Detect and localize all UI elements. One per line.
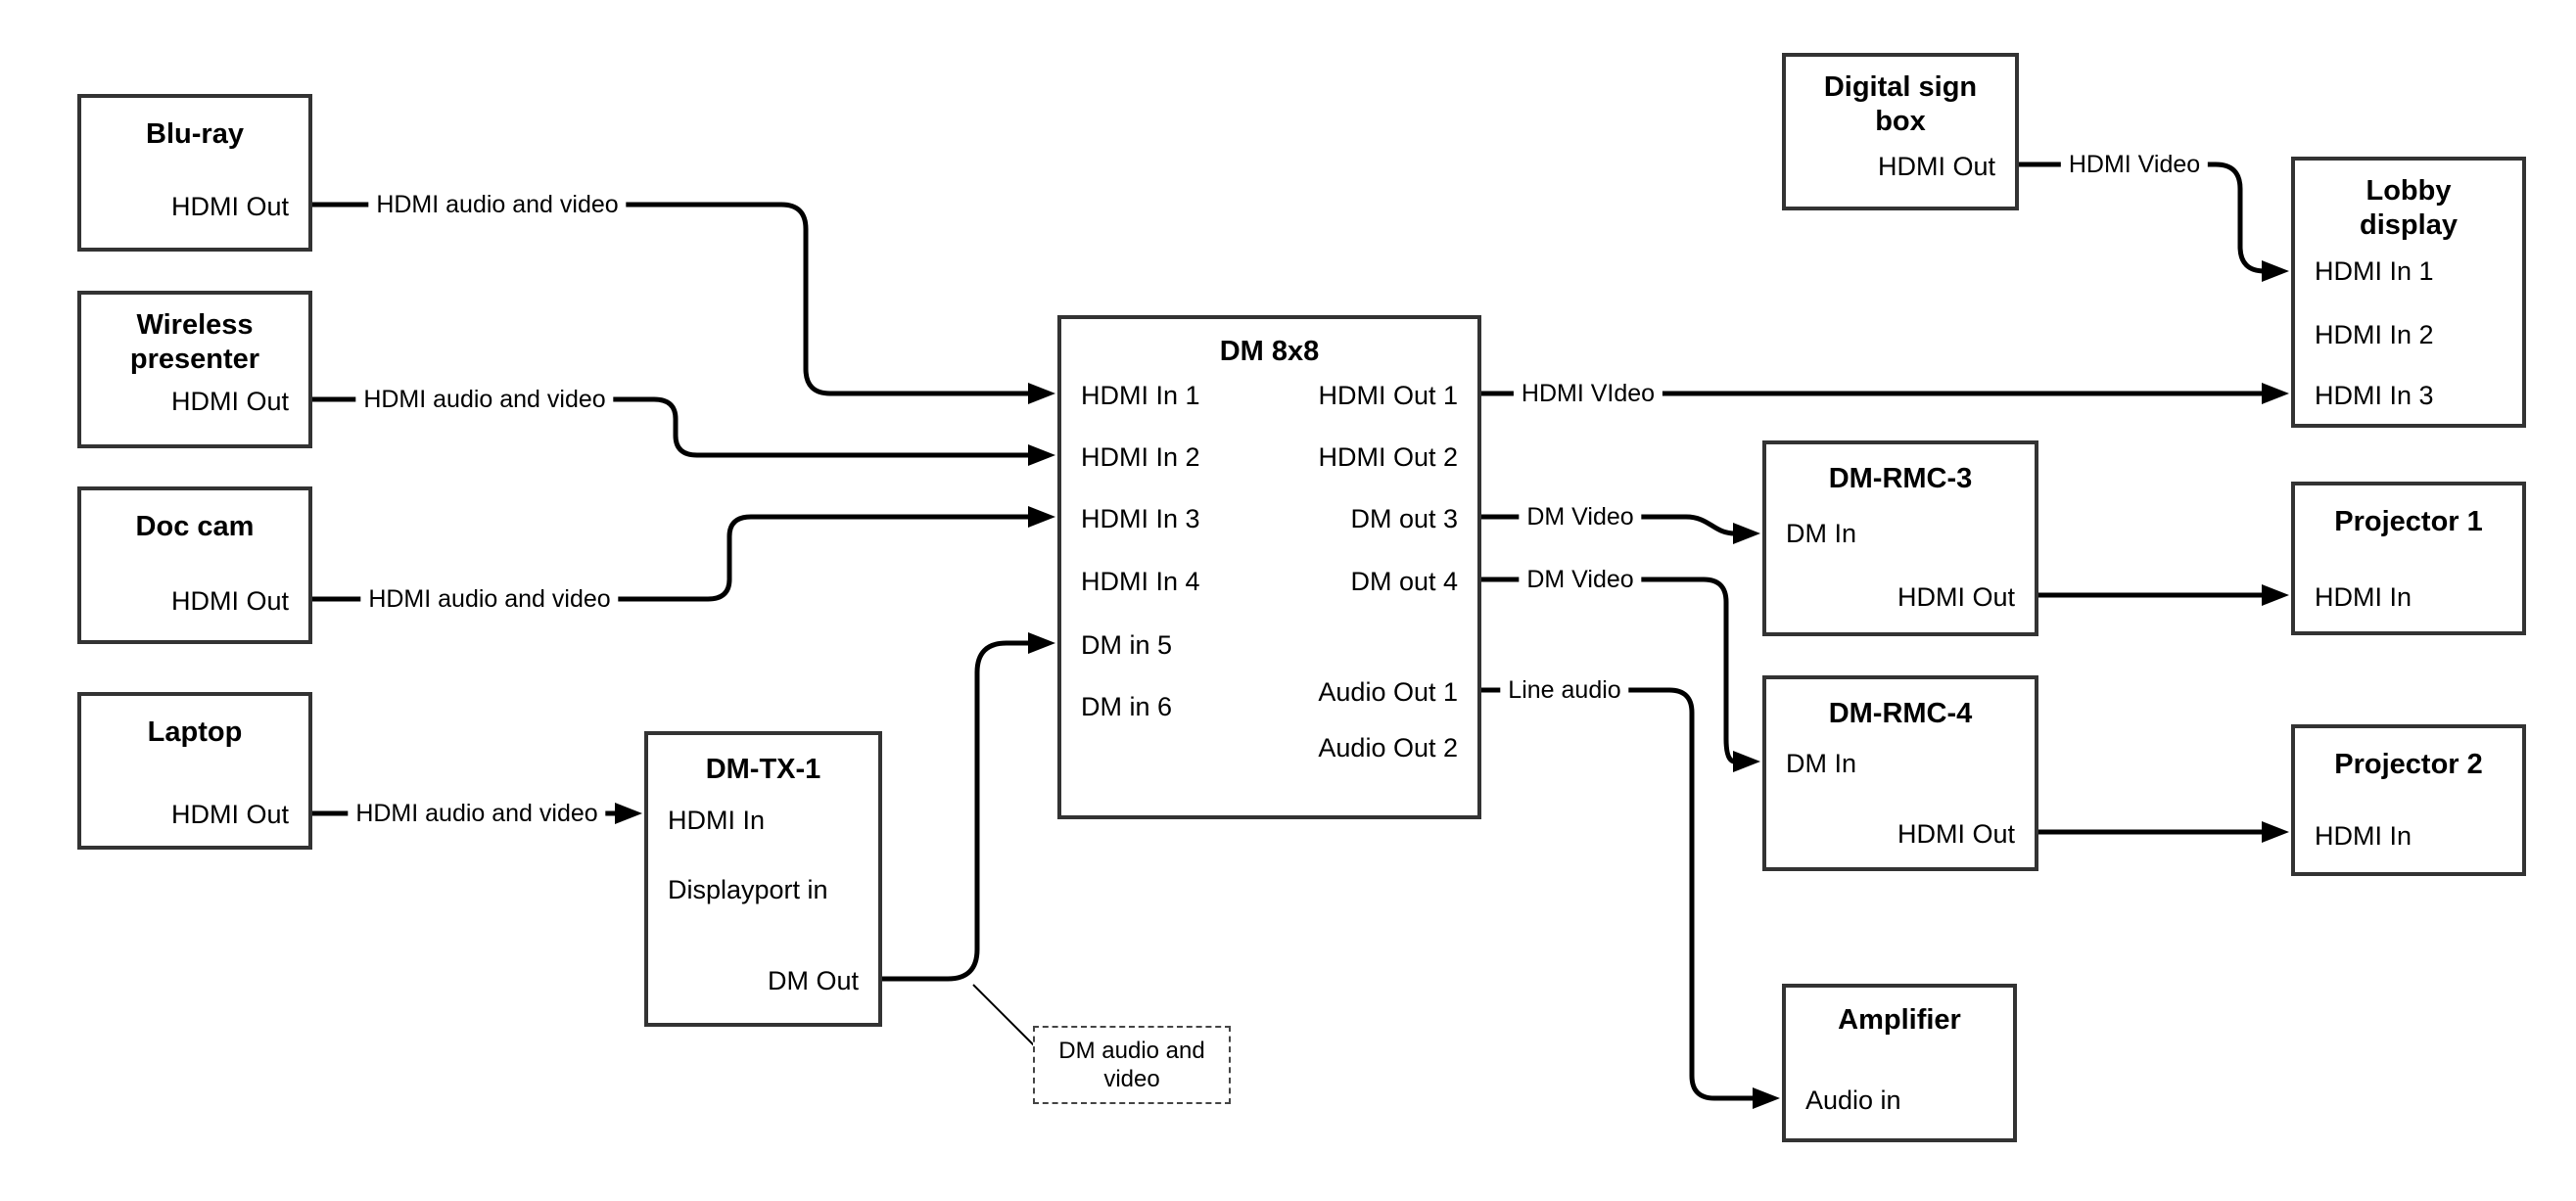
arrowhead	[2262, 260, 2289, 282]
node-title: Amplifier	[1838, 1004, 1961, 1036]
edge-wireless-dm8x8	[312, 396, 1030, 458]
arrowhead	[1733, 523, 1760, 544]
wire-label: HDMI audio and video	[348, 799, 606, 828]
arrowhead	[615, 803, 642, 824]
port-label: HDMI In 1	[2315, 256, 2434, 286]
port-label: DM out 4	[1350, 567, 1458, 596]
port-label: Audio in	[1805, 1086, 1901, 1115]
port-label: HDMI In	[2315, 821, 2412, 851]
arrowhead	[2262, 584, 2289, 606]
port-label: Audio Out 2	[1318, 733, 1458, 762]
port-label: HDMI In 2	[2315, 320, 2434, 349]
node-title: Lobby display	[2360, 175, 2458, 241]
node-title: Projector 1	[2334, 506, 2483, 537]
edge-bluray-dm8x8	[312, 202, 1030, 396]
wire-label: HDMI Video	[2060, 150, 2209, 179]
port-label: HDMI Out	[1877, 152, 1995, 181]
port-label: HDMI In 2	[1081, 442, 1200, 472]
node-title: Wireless presenter	[129, 309, 260, 375]
node-title: DM-TX-1	[705, 754, 821, 785]
wire-label: HDMI VIdeo	[1513, 379, 1663, 408]
node-title: Blu-ray	[146, 118, 244, 150]
node-title: DM-RMC-3	[1828, 463, 1973, 494]
port-label: HDMI Out 2	[1318, 442, 1458, 472]
wire-label: DM Video	[1519, 502, 1642, 531]
port-label: HDMI Out	[170, 387, 289, 416]
node-proj2: Projector 2 HDMI In	[2291, 724, 2526, 876]
port-label: DM In	[1786, 749, 1857, 778]
callout-leader-line	[972, 984, 1037, 1048]
node-title: DM-RMC-4	[1828, 698, 1973, 729]
wire-label: HDMI audio and video	[368, 190, 627, 219]
port-label: HDMI In 4	[1081, 567, 1200, 596]
port-label: HDMI Out 1	[1318, 381, 1458, 410]
port-label: Audio Out 1	[1318, 677, 1458, 707]
port-label: DM in 5	[1081, 630, 1173, 660]
port-label: DM in 6	[1081, 692, 1173, 721]
arrowhead	[1028, 444, 1055, 466]
node-title: Doc cam	[135, 511, 255, 542]
edge-doccam-dm8x8	[312, 514, 1030, 602]
port-label: HDMI Out	[170, 192, 289, 221]
wire-label: DM Video	[1519, 565, 1642, 594]
edge-dm8x8-rmc3	[1481, 514, 1736, 536]
port-label: DM Out	[767, 966, 859, 995]
port-label: HDMI In	[2315, 582, 2412, 612]
port-label: DM out 3	[1350, 504, 1458, 533]
node-rmc3: DM-RMC-3 DM In HDMI Out	[1762, 440, 2038, 636]
port-label: HDMI Out	[1897, 819, 2015, 849]
port-label: Displayport in	[668, 875, 828, 904]
arrowhead	[1753, 1087, 1780, 1109]
edge-digitalsign-lobby	[2019, 162, 2266, 274]
wire-label: HDMI audio and video	[355, 385, 614, 414]
port-label: HDMI In 3	[1081, 504, 1200, 533]
port-label: HDMI Out	[1897, 582, 2015, 612]
node-title: Laptop	[147, 716, 243, 748]
port-label: HDMI Out	[170, 586, 289, 616]
node-title: Projector 2	[2334, 749, 2483, 780]
node-title: DM 8x8	[1219, 336, 1320, 367]
arrowhead	[2262, 821, 2289, 843]
port-label: DM In	[1786, 519, 1857, 548]
port-label: HDMI In 3	[2315, 381, 2434, 410]
arrowhead	[1028, 506, 1055, 528]
node-proj1: Projector 1 HDMI In	[2291, 482, 2526, 635]
arrowhead	[1733, 751, 1760, 772]
node-rmc4: DM-RMC-4 DM In HDMI Out	[1762, 675, 2038, 871]
edge-dmtx1-dm8x8	[882, 640, 1030, 982]
edge-dm8x8-rmc4	[1481, 577, 1736, 764]
edge-dm8x8-amp	[1481, 687, 1756, 1101]
arrowhead	[2262, 383, 2289, 404]
node-title: Digital sign box	[1823, 71, 1978, 137]
wire-label: Line audio	[1500, 675, 1629, 705]
arrowhead	[1028, 632, 1055, 654]
port-label: HDMI In	[668, 806, 766, 835]
arrowhead	[1028, 383, 1055, 404]
port-label: HDMI In 1	[1081, 381, 1200, 410]
port-label: HDMI Out	[170, 800, 289, 829]
callout-note: DM audio and video	[1033, 1026, 1231, 1104]
wire-label: HDMI audio and video	[360, 584, 619, 614]
